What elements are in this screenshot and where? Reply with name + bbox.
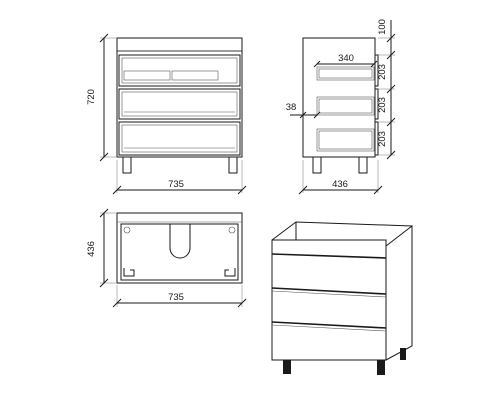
top-corner-circle-left — [123, 226, 131, 234]
side-drawer-label-2: 203 — [377, 97, 388, 113]
front-drawer-2 — [118, 88, 241, 120]
side-drawer-box-3 — [316, 128, 375, 152]
top-corner-circle-right — [228, 226, 236, 234]
top-width-label: 735 — [168, 292, 184, 303]
top-siphon-cutout — [169, 224, 191, 259]
iso-drawer-line-1 — [271, 287, 387, 295]
iso-side-panel — [385, 224, 413, 361]
side-drawer-label-1: 203 — [377, 64, 388, 80]
iso-leg-front-left — [283, 360, 291, 374]
front-drawer-3 — [118, 121, 241, 156]
side-view: 340 38 100 203 203 203 436 — [286, 19, 396, 195]
side-inner-width-label: 340 — [338, 53, 354, 64]
top-inner-outline — [120, 223, 239, 281]
side-drawer-front-3 — [374, 121, 379, 156]
top-view: 436 735 — [86, 208, 247, 308]
iso-leg-front-right — [377, 360, 385, 375]
iso-leg-back-right — [400, 348, 406, 360]
front-cabinet-body — [116, 37, 243, 158]
side-drawer-box-2 — [316, 96, 375, 116]
front-leg-left — [122, 156, 132, 174]
isometric-view — [271, 221, 413, 375]
side-drawer-front-1 — [374, 54, 379, 87]
top-corner-bracket-right — [224, 268, 236, 277]
side-drawer-label-3: 203 — [377, 131, 388, 147]
side-depth-label: 436 — [332, 179, 348, 190]
top-corner-bracket-left — [123, 268, 135, 277]
side-leg-left — [312, 156, 322, 174]
top-outer-outline — [116, 212, 243, 284]
side-offset-label: 38 — [286, 102, 297, 113]
side-top-label: 100 — [377, 19, 388, 35]
front-height-label: 720 — [86, 89, 97, 105]
front-top-rail — [116, 37, 243, 52]
side-leg-right — [358, 156, 368, 174]
side-drawer-box-1 — [316, 66, 375, 81]
front-width-label: 735 — [168, 179, 184, 190]
iso-drawer-line-2 — [271, 321, 387, 329]
top-depth-label: 436 — [86, 241, 97, 257]
front-view: 720 735 — [86, 33, 247, 195]
front-drawer-1 — [118, 54, 241, 87]
front-leg-right — [228, 156, 238, 174]
side-drawer-front-2 — [374, 88, 379, 120]
iso-front-face — [271, 239, 387, 361]
